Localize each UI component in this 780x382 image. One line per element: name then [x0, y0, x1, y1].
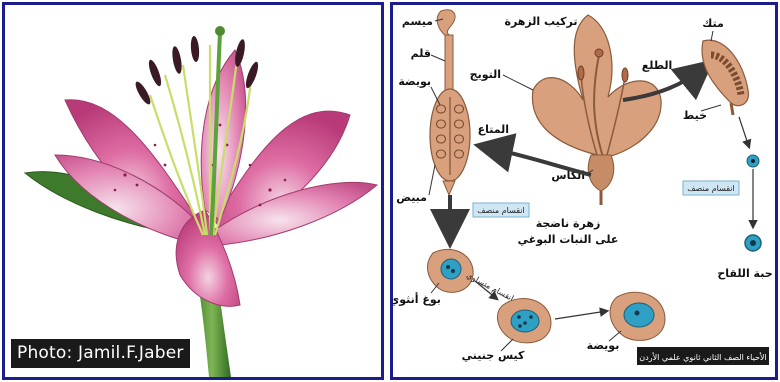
- diagram-title: تركيب الزهرة: [504, 15, 577, 28]
- arrow-flower-to-pistil: [485, 147, 591, 175]
- label-ovule-top: بويضة: [398, 75, 431, 88]
- embryo-sac-drawing: [497, 299, 551, 343]
- lily-flower-illustration: [5, 5, 381, 377]
- label-mature-flower-2: على النبات البوغي: [518, 233, 619, 246]
- label-filament: خيط: [683, 109, 707, 122]
- photo-credit: Photo: Jamil.F.Jaber: [11, 339, 190, 368]
- label-egg: بويضة: [587, 339, 620, 352]
- label-meiosis-male: انقسام منصف: [687, 184, 734, 193]
- label-pollen: حبة اللقاح: [717, 267, 772, 280]
- stamen-drawing: [702, 40, 748, 115]
- label-stigma: ميسم: [402, 15, 433, 28]
- label-embryo-sac: كيس جنيني: [462, 349, 525, 362]
- label-petals: التويج: [470, 68, 501, 81]
- stigma: [215, 26, 225, 36]
- female-spore-drawing: [427, 249, 473, 292]
- label-mature-flower-1: زهرة ناضجة: [536, 217, 601, 230]
- label-anther: متك: [702, 17, 724, 30]
- lily-photo-panel: Photo: Jamil.F.Jaber: [2, 2, 384, 380]
- arrow-stamen-to-cell: [739, 117, 749, 147]
- arrow-sac-to-egg: [555, 311, 607, 319]
- label-female-spore: بوغ أنثوي: [393, 292, 441, 306]
- label-pistil: المتاع: [478, 123, 509, 136]
- label-ovary: مبيض: [396, 191, 427, 204]
- diagram-canvas: تركيب الزهرة ميسم قلم بويضة مبيض انقسام …: [393, 5, 775, 377]
- label-stamen: الطلع: [642, 59, 673, 72]
- label-mitosis: انقسام متساوي: [465, 271, 515, 303]
- flower-structure-diagram: تركيب الزهرة ميسم قلم بويضة مبيض انقسام …: [390, 2, 778, 380]
- label-style: قلم: [411, 47, 431, 60]
- label-meiosis-female: انقسام منصف: [477, 206, 524, 215]
- pistil-drawing: [430, 10, 470, 195]
- caption-text: الأحياء الصف الثاني ثانوي علمي الأردن: [639, 352, 766, 362]
